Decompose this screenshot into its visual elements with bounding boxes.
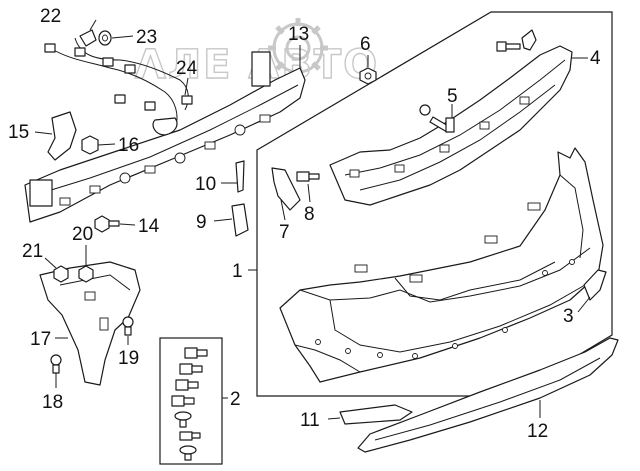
clip-5 xyxy=(419,104,455,133)
callout-22: 22 xyxy=(40,6,61,27)
callout-4: 4 xyxy=(590,48,601,69)
fastener-kit-box xyxy=(159,337,223,465)
connector-22 xyxy=(79,29,97,47)
leader-lines xyxy=(34,19,591,420)
bolt-8 xyxy=(296,171,320,182)
callout-14: 14 xyxy=(138,216,160,237)
callout-9: 9 xyxy=(196,212,207,233)
callout-10: 10 xyxy=(195,174,216,195)
nut-6 xyxy=(359,67,377,85)
callout-13: 13 xyxy=(288,24,309,45)
screw-19 xyxy=(122,316,134,336)
reinforcement-beam-13 xyxy=(24,51,306,223)
callout-8: 8 xyxy=(304,204,315,225)
side-bracket-7 xyxy=(271,167,301,211)
callout-19: 19 xyxy=(118,348,139,369)
lower-diffuser-12 xyxy=(357,337,619,453)
grommet-23 xyxy=(98,30,112,46)
callout-17: 17 xyxy=(30,329,51,350)
nut-21 xyxy=(53,265,69,283)
bolt-top-right xyxy=(496,29,537,52)
callout-20: 20 xyxy=(72,224,93,245)
clip-10 xyxy=(235,160,245,193)
rear-bumper-cover xyxy=(279,147,604,383)
callout-1: 1 xyxy=(232,261,243,282)
wiring-harness-24 xyxy=(44,37,193,136)
callout-2: 2 xyxy=(230,389,241,410)
callout-15: 15 xyxy=(8,122,29,143)
bolt-14 xyxy=(94,215,120,233)
fastener-kit-items xyxy=(171,347,208,461)
clip-9 xyxy=(231,203,249,237)
callout-6: 6 xyxy=(360,34,371,55)
callout-labels: 1 2 3 4 5 6 7 8 9 10 11 12 13 14 15 16 1… xyxy=(8,6,601,442)
bolt-16 xyxy=(81,135,99,155)
callout-24: 24 xyxy=(176,58,198,79)
gear-icon xyxy=(268,18,328,78)
callout-7: 7 xyxy=(279,222,290,243)
callout-5: 5 xyxy=(447,86,458,107)
trim-strip-11 xyxy=(339,404,413,425)
bumper-assembly-frame xyxy=(256,11,613,397)
bolt-20 xyxy=(78,265,94,283)
callout-11: 11 xyxy=(300,410,320,431)
callout-18: 18 xyxy=(42,392,63,413)
callout-3: 3 xyxy=(563,306,574,327)
callout-12: 12 xyxy=(527,421,548,442)
callout-23: 23 xyxy=(136,27,157,48)
callout-21: 21 xyxy=(22,241,43,262)
side-mount-bracket-17 xyxy=(39,261,141,386)
screw-18 xyxy=(50,354,62,374)
bracket-15 xyxy=(47,111,77,161)
callout-16: 16 xyxy=(118,135,139,156)
